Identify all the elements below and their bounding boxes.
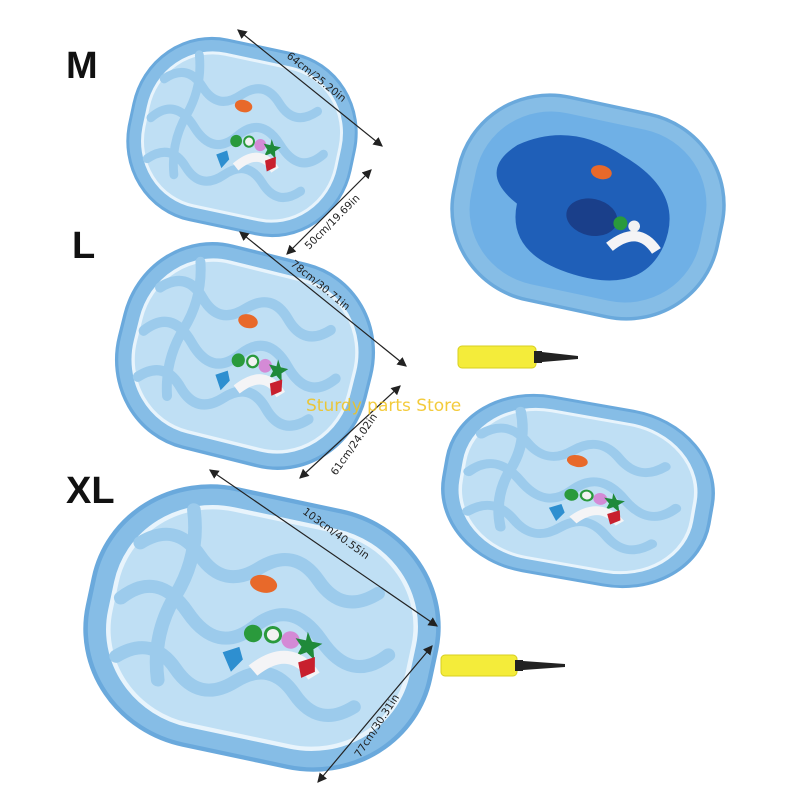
size-label-xl: XL bbox=[66, 470, 115, 512]
mat-xl bbox=[64, 464, 460, 792]
size-label-m: M bbox=[66, 45, 98, 87]
air-pump-top bbox=[457, 345, 578, 369]
mat-filled-water bbox=[450, 93, 726, 321]
mat-right-lower bbox=[430, 381, 726, 601]
store-watermark: Sturdy parts Store bbox=[306, 396, 461, 416]
air-pump-bottom bbox=[440, 654, 565, 677]
size-label-l: L bbox=[72, 225, 95, 267]
